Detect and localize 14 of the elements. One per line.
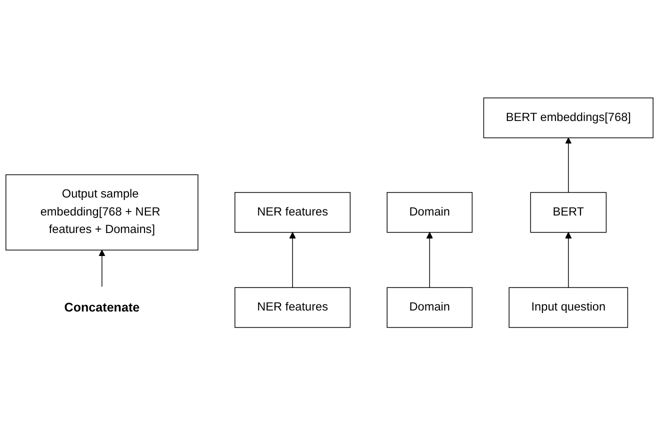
node-box: Domain	[386, 192, 473, 232]
node-box: Output sample embedding[768 + NER features + Domains]	[6, 174, 198, 250]
arrow	[98, 249, 106, 287]
node-box: BERT embeddings[768]	[483, 97, 654, 138]
node-text: Concatenate	[64, 300, 140, 314]
arrow	[289, 232, 296, 288]
node-box: NER features	[234, 192, 351, 232]
node-box: NER features	[234, 286, 351, 328]
node-box: BERT	[530, 192, 607, 232]
node-box: Domain	[386, 286, 473, 328]
arrow	[565, 232, 572, 288]
arrow	[426, 232, 433, 288]
node-box: Input question	[508, 286, 628, 328]
arrow	[565, 137, 572, 192]
